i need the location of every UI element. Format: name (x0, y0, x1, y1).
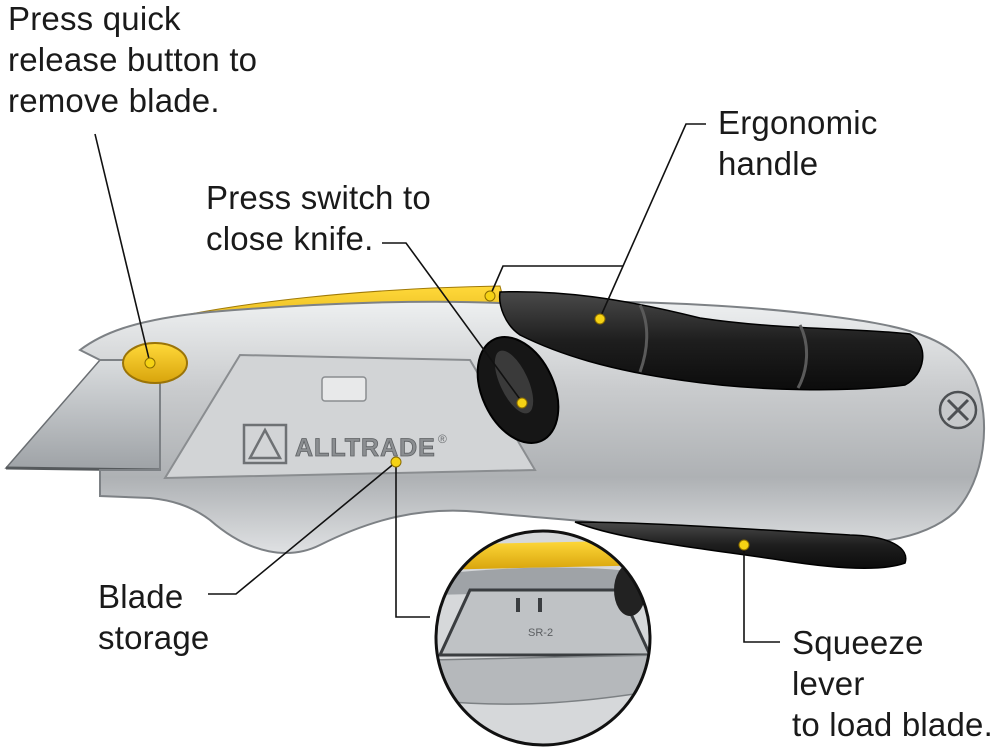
grip-ridge-1 (638, 304, 649, 373)
dot-blade-storage (390, 456, 402, 468)
dot-switch (516, 397, 528, 409)
close-switch-highlight (494, 350, 534, 414)
dot-top-rail (484, 290, 496, 302)
leader-ergonomic-rail (489, 265, 623, 297)
leader-squeeze (743, 545, 780, 643)
dot-squeeze-lever (738, 539, 750, 551)
leader-blade-storage (208, 461, 397, 595)
dot-quick-release (144, 357, 156, 369)
ergonomic-grip (498, 290, 924, 391)
inset-circle-border (434, 529, 652, 747)
brand-name: ALLTRADE (295, 434, 436, 462)
grip-ridge-2 (796, 324, 809, 389)
callout-press-switch: Press switch to close knife. (206, 179, 431, 257)
callout-dots (144, 290, 750, 551)
leader-ergonomic (599, 123, 706, 319)
inset-detail: SR-2 (436, 531, 650, 745)
leader-quick-release (94, 133, 151, 364)
brand-logo-mark (242, 423, 288, 465)
callout-blade-storage: Blade storage (98, 578, 210, 656)
blade-storage-plate (163, 353, 537, 480)
callout-squeeze-lever: Squeeze lever to load blade. (792, 624, 993, 743)
callout-ergonomic-handle: Ergonomic handle (718, 104, 878, 182)
leader-lines (94, 123, 780, 643)
storage-slot (321, 376, 367, 402)
registered-mark: ® (438, 432, 447, 446)
leader-press-switch (382, 242, 523, 403)
brand-logo-triangle (247, 427, 283, 460)
screw-cross (946, 398, 970, 422)
inset-blade-code: SR-2 (528, 627, 553, 639)
dot-grip (594, 313, 606, 325)
leader-inset (395, 462, 430, 618)
callout-quick-release: Press quick release button to remove bla… (8, 0, 258, 119)
